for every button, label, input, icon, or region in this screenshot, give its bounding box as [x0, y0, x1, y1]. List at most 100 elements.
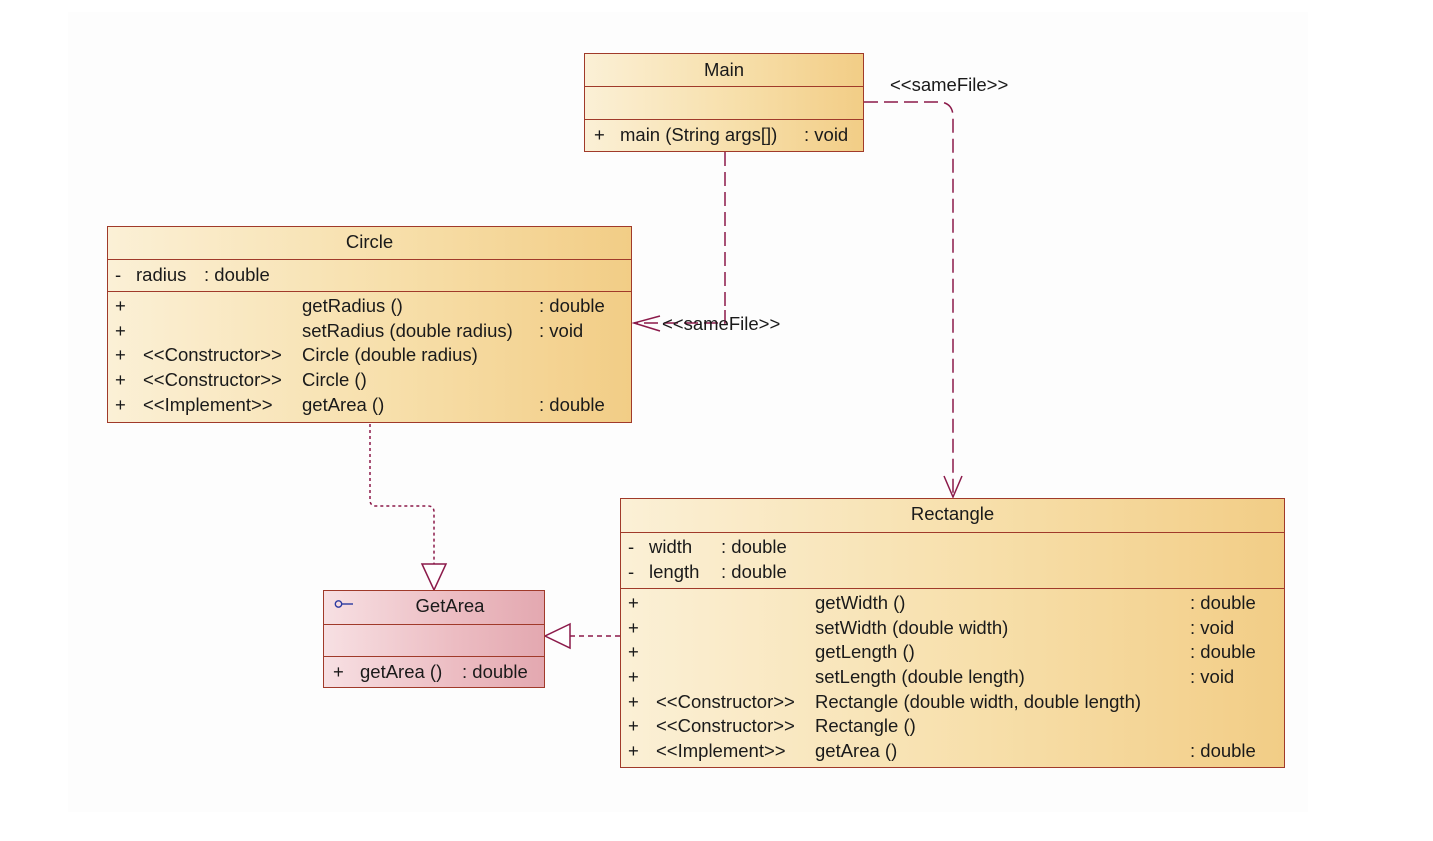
method-row[interactable]: + <<Implement>> getArea () : double [108, 393, 631, 418]
interface-lollipop-icon [334, 600, 353, 608]
visibility-marker: + [115, 344, 126, 366]
method-type: : double [539, 393, 605, 415]
method-stereotype: <<Constructor>> [143, 369, 282, 391]
visibility-marker: + [115, 295, 126, 316]
visibility-marker: + [628, 690, 639, 712]
method-signature: getWidth () [815, 592, 906, 613]
attribute-name: width [649, 536, 693, 557]
visibility-marker: + [628, 592, 639, 613]
class-name: Rectangle [910, 503, 995, 524]
method-row[interactable]: + <<Constructor>> Rectangle () [621, 714, 1284, 739]
visibility-marker: - [628, 536, 635, 557]
stereotype-label-samefile: <<sameFile>> [890, 74, 1009, 95]
method-type: : double [1190, 740, 1256, 762]
methods-compartment: + getWidth () : double + setWidth (doubl… [621, 589, 1284, 764]
class-name-compartment: Main [585, 54, 863, 87]
method-signature: Circle (double radius) [302, 344, 478, 366]
methods-compartment: + main (String args[]) : void [585, 120, 863, 151]
class-circle[interactable]: Circle - radius : double + getRadius () … [107, 226, 632, 423]
visibility-marker: + [115, 369, 126, 391]
method-row[interactable]: + getRadius () : double [108, 294, 631, 319]
method-type: : double [462, 661, 528, 682]
methods-compartment: + getRadius () : double + setRadius (dou… [108, 292, 631, 417]
realization-rectangle-arrowhead [543, 622, 571, 650]
method-signature: setWidth (double width) [815, 616, 1009, 638]
method-row[interactable]: + setRadius (double radius) : void [108, 319, 631, 344]
dependency-main-rectangle-arrowhead [943, 475, 963, 499]
method-signature: getArea () [360, 661, 443, 682]
method-row[interactable]: + getWidth () : double [621, 591, 1284, 616]
method-row[interactable]: + <<Constructor>> Circle () [108, 368, 631, 393]
method-signature: getRadius () [302, 295, 403, 316]
attribute-type: : double [721, 560, 787, 582]
method-row[interactable]: + <<Implement>> getArea () : double [621, 739, 1284, 764]
visibility-marker: + [628, 641, 639, 663]
method-signature: getArea () [302, 393, 385, 415]
attributes-compartment: - width : double - length : double [621, 533, 1284, 589]
class-name-compartment: Circle [108, 227, 631, 260]
method-type: : double [539, 295, 605, 316]
method-signature: setRadius (double radius) [302, 319, 513, 341]
realization-circle-arrowhead [420, 563, 448, 592]
methods-compartment: + getArea () : double [324, 657, 544, 685]
attribute-type: : double [721, 536, 787, 557]
visibility-marker: + [333, 661, 344, 682]
visibility-marker: + [628, 666, 639, 688]
method-row[interactable]: + <<Constructor>> Rectangle (double widt… [621, 690, 1284, 715]
method-signature: main (String args[]) [620, 124, 778, 145]
stereotype-label-samefile: <<sameFile>> [662, 313, 781, 334]
attribute-type: : double [204, 264, 270, 285]
attribute-row[interactable]: - radius : double [108, 263, 631, 288]
method-stereotype: <<Constructor>> [656, 690, 795, 712]
method-signature: getLength () [815, 641, 915, 663]
method-type: : void [1190, 666, 1235, 688]
visibility-marker: - [115, 264, 122, 285]
method-row[interactable]: + getArea () : double [324, 660, 544, 685]
method-signature: Rectangle (double width, double length) [815, 690, 1142, 712]
method-row[interactable]: + setWidth (double width) : void [621, 616, 1284, 641]
attributes-compartment [324, 625, 544, 657]
visibility-marker: - [628, 560, 635, 582]
class-name: GetArea [415, 595, 485, 616]
dependency-main-circle-arrowhead [631, 315, 661, 332]
visibility-marker: + [115, 319, 126, 341]
method-signature: getArea () [815, 740, 898, 762]
dependency-main-rectangle [864, 101, 954, 496]
method-signature: Rectangle () [815, 715, 916, 737]
method-signature: setLength (double length) [815, 666, 1025, 688]
dependency-main-circle-line [634, 310, 726, 324]
visibility-marker: + [628, 740, 639, 762]
method-stereotype: <<Implement>> [656, 740, 786, 762]
attribute-row[interactable]: - width : double [621, 535, 1284, 560]
method-stereotype: <<Constructor>> [656, 715, 795, 737]
visibility-marker: + [628, 715, 639, 737]
method-stereotype: <<Constructor>> [143, 344, 282, 366]
method-type: : void [1190, 616, 1235, 638]
method-row[interactable]: + setLength (double length) : void [621, 665, 1284, 690]
class-name: Main [703, 59, 745, 80]
attribute-name: radius [136, 264, 187, 285]
method-type: : double [1190, 641, 1256, 663]
class-main[interactable]: Main + main (String args[]) : void [584, 53, 864, 152]
attribute-name: length [649, 560, 700, 582]
visibility-marker: + [628, 616, 639, 638]
class-name-compartment: GetArea [324, 591, 544, 625]
class-rectangle[interactable]: Rectangle - width : double - length : do… [620, 498, 1285, 768]
method-stereotype: <<Implement>> [143, 393, 273, 415]
class-name: Circle [345, 231, 394, 252]
class-name-compartment: Rectangle [621, 499, 1284, 533]
method-row[interactable]: + <<Constructor>> Circle (double radius) [108, 343, 631, 368]
visibility-marker: + [594, 124, 605, 145]
attributes-compartment: - radius : double [108, 260, 631, 292]
attributes-compartment [585, 87, 863, 120]
method-type: : double [1190, 592, 1256, 613]
interface-getarea[interactable]: GetArea + getArea () : double [323, 590, 545, 688]
method-signature: Circle () [302, 369, 367, 391]
method-type: : void [539, 319, 584, 341]
method-row[interactable]: + getLength () : double [621, 640, 1284, 665]
method-type: : void [804, 124, 849, 145]
realization-circle-getarea [369, 424, 435, 564]
method-row[interactable]: + main (String args[]) : void [585, 123, 863, 148]
attribute-row[interactable]: - length : double [621, 560, 1284, 585]
